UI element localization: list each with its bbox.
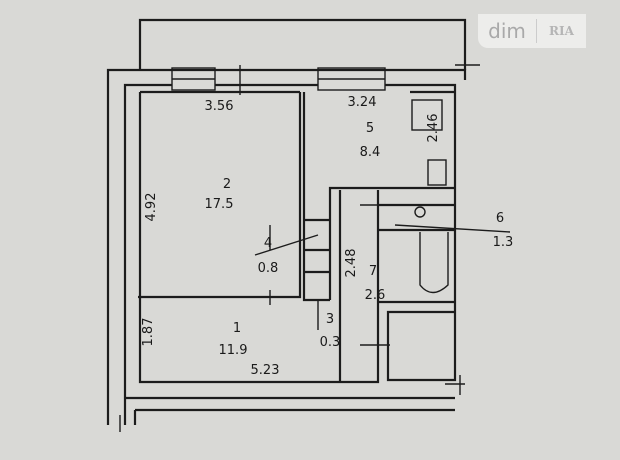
dim-room1-width: 5.23: [251, 363, 280, 378]
leader-lines: [254, 224, 511, 330]
stove-icon: [411, 99, 443, 131]
room-5-area: 8.4: [360, 145, 381, 160]
room-3-number: 3: [326, 312, 334, 327]
dimension-labels: 3.56 3.24 5.23 2.46 4.92 2.48 1.87: [141, 95, 441, 378]
interior-walls: [138, 90, 455, 384]
dim-room2-depth: 4.92: [144, 193, 159, 222]
dimension-ticks: [119, 64, 480, 432]
toilet-icon: [414, 206, 426, 218]
room-7-area: 2.6: [365, 288, 386, 303]
watermark-ria: RIA: [549, 24, 574, 38]
room-2-area: 17.5: [205, 197, 234, 212]
dim-room5-depth: 2.46: [426, 114, 441, 143]
watermark-dim: dim: [478, 19, 537, 43]
dim-room5-width: 3.24: [348, 95, 377, 110]
dim-room2-width: 3.56: [205, 99, 234, 114]
room-3-area: 0.3: [320, 335, 341, 350]
room-1-number: 1: [233, 321, 241, 336]
room-7-number: 7: [369, 264, 377, 279]
room-1-area: 11.9: [219, 343, 248, 358]
bathtub-icon: [419, 232, 449, 294]
room-labels: 2 17.5 5 8.4 4 0.8 7 2.6 6 1.3 3 0.3 1 1…: [205, 121, 514, 358]
room-4-area: 0.8: [258, 261, 279, 276]
outer-wall: [106, 68, 467, 425]
room-6-area: 1.3: [493, 235, 514, 250]
room-4-number: 4: [264, 236, 272, 251]
sink-icon: [427, 159, 447, 186]
room-2-number: 2: [223, 177, 231, 192]
dim-hall-depth: 2.48: [344, 249, 359, 278]
balcony-outline: [138, 18, 467, 70]
dim-room1-depth: 1.87: [141, 318, 156, 347]
watermark: dim RIA: [478, 14, 586, 48]
room-6-number: 6: [496, 211, 504, 226]
room-5-number: 5: [366, 121, 374, 136]
